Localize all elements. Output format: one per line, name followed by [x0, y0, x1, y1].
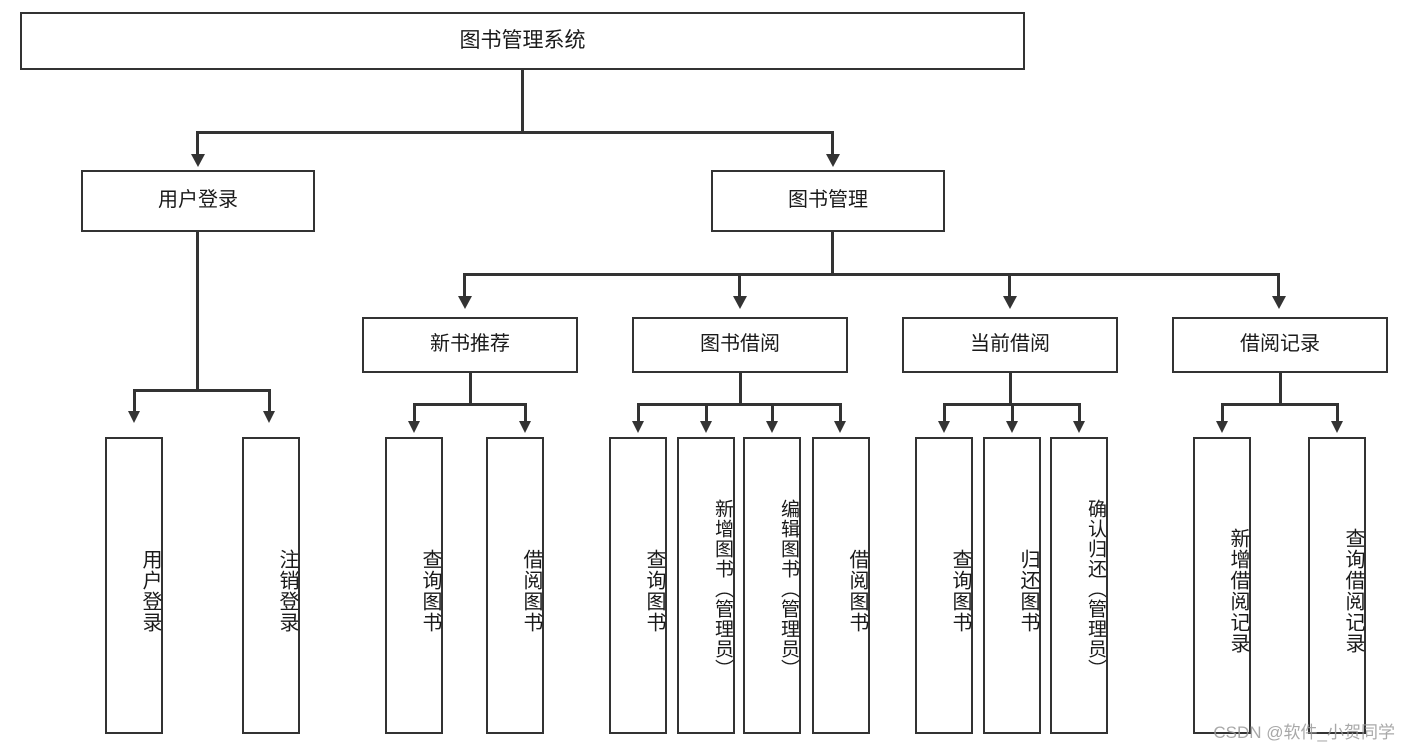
node-label: 新增借阅记录	[1227, 527, 1249, 654]
arrow-root-to-book-manage	[826, 154, 840, 167]
arrow-borrow-record-to-leaf-1	[1216, 421, 1228, 433]
leaf-borrow-record-query-record[interactable]: 查询借阅记录	[1308, 437, 1366, 734]
leaf-user-login[interactable]: 用户登录	[105, 437, 163, 734]
arrow-book-borrow-to-leaf-3	[766, 421, 778, 433]
node-label: 查询图书	[949, 548, 971, 633]
node-label: 新增图书（管理员）	[712, 498, 733, 679]
arrow-user-login-to-leaf-1	[128, 411, 140, 423]
leaf-new-book-borrow-book[interactable]: 借阅图书	[486, 437, 544, 734]
leaf-current-borrow-query-book[interactable]: 查询图书	[915, 437, 973, 734]
node-label: 图书管理	[788, 189, 868, 212]
node-label: 借阅记录	[1240, 333, 1320, 356]
connector-book-borrow-bus	[637, 403, 842, 406]
connector-book-manage-to-current-borrow	[1008, 273, 1011, 299]
leaf-new-book-query-book[interactable]: 查询图书	[385, 437, 443, 734]
connector-book-manage-to-book-borrow	[738, 273, 741, 299]
node-label: 新书推荐	[430, 333, 510, 356]
connector-root-stem	[521, 70, 524, 132]
connector-book-manage-stem	[831, 232, 834, 276]
node-label: 确认归还（管理员）	[1085, 498, 1106, 679]
arrow-book-borrow-to-leaf-2	[700, 421, 712, 433]
node-book-borrow[interactable]: 图书借阅	[632, 317, 848, 373]
node-book-management[interactable]: 图书管理	[711, 170, 945, 232]
arrow-current-borrow-to-leaf-3	[1073, 421, 1085, 433]
arrow-book-borrow-to-leaf-4	[834, 421, 846, 433]
connector-current-borrow-stem	[1009, 373, 1012, 405]
node-borrow-record[interactable]: 借阅记录	[1172, 317, 1388, 373]
leaf-book-borrow-borrow-book[interactable]: 借阅图书	[812, 437, 870, 734]
node-label: 图书管理系统	[459, 28, 586, 52]
node-label: 查询图书	[643, 548, 665, 633]
node-label: 用户登录	[139, 548, 161, 633]
node-label: 用户登录	[158, 189, 238, 212]
node-user-login[interactable]: 用户登录	[81, 170, 315, 232]
connector-root-bus	[196, 131, 834, 134]
connector-book-manage-bus	[463, 273, 1280, 276]
connector-user-login-to-leaf-1	[133, 389, 136, 413]
leaf-book-borrow-edit-book-admin[interactable]: 编辑图书（管理员）	[743, 437, 801, 734]
node-new-book-recommend[interactable]: 新书推荐	[362, 317, 578, 373]
leaf-book-borrow-add-book-admin[interactable]: 新增图书（管理员）	[677, 437, 735, 734]
node-root-book-management-system[interactable]: 图书管理系统	[20, 12, 1025, 70]
leaf-book-borrow-query-book[interactable]: 查询图书	[609, 437, 667, 734]
node-label: 注销登录	[276, 548, 298, 633]
connector-current-borrow-to-leaf-3	[1078, 403, 1081, 423]
node-current-borrow[interactable]: 当前借阅	[902, 317, 1118, 373]
node-label: 图书借阅	[700, 333, 780, 356]
arrow-book-manage-to-new-book	[458, 296, 472, 309]
arrow-book-manage-to-book-borrow	[733, 296, 747, 309]
arrow-borrow-record-to-leaf-2	[1331, 421, 1343, 433]
node-label: 查询借阅记录	[1342, 527, 1364, 654]
connector-borrow-record-to-leaf-1	[1221, 403, 1224, 423]
connector-book-borrow-to-leaf-1	[637, 403, 640, 423]
connector-book-borrow-to-leaf-3	[771, 403, 774, 423]
leaf-current-borrow-return-book[interactable]: 归还图书	[983, 437, 1041, 734]
arrow-current-borrow-to-leaf-2	[1006, 421, 1018, 433]
connector-user-login-stem	[196, 232, 199, 392]
connector-book-borrow-stem	[739, 373, 742, 405]
node-label: 借阅图书	[520, 548, 542, 633]
arrow-book-manage-to-borrow-record	[1272, 296, 1286, 309]
connector-root-to-book-manage	[831, 131, 834, 157]
connector-current-borrow-to-leaf-2	[1011, 403, 1014, 423]
connector-new-book-stem	[469, 373, 472, 405]
leaf-user-logout[interactable]: 注销登录	[242, 437, 300, 734]
arrow-user-login-to-leaf-2	[263, 411, 275, 423]
node-label: 借阅图书	[846, 548, 868, 633]
node-label: 编辑图书（管理员）	[778, 498, 799, 679]
arrow-book-manage-to-current-borrow	[1003, 296, 1017, 309]
connector-book-borrow-to-leaf-2	[705, 403, 708, 423]
connector-current-borrow-to-leaf-1	[943, 403, 946, 423]
leaf-borrow-record-add-record[interactable]: 新增借阅记录	[1193, 437, 1251, 734]
node-label: 查询图书	[419, 548, 441, 633]
arrow-new-book-to-leaf-2	[519, 421, 531, 433]
arrow-book-borrow-to-leaf-1	[632, 421, 644, 433]
connector-borrow-record-to-leaf-2	[1336, 403, 1339, 423]
connector-new-book-to-leaf-1	[413, 403, 416, 423]
connector-new-book-to-leaf-2	[524, 403, 527, 423]
connector-user-login-to-leaf-2	[268, 389, 271, 413]
connector-new-book-bus	[413, 403, 525, 406]
connector-user-login-bus	[133, 389, 269, 392]
connector-borrow-record-bus	[1221, 403, 1339, 406]
connector-book-borrow-to-leaf-4	[839, 403, 842, 423]
node-label: 当前借阅	[970, 333, 1050, 356]
connector-root-to-user-login	[196, 131, 199, 157]
arrow-new-book-to-leaf-1	[408, 421, 420, 433]
node-label: 归还图书	[1017, 548, 1039, 633]
arrow-current-borrow-to-leaf-1	[938, 421, 950, 433]
arrow-root-to-user-login	[191, 154, 205, 167]
connector-book-manage-to-borrow-record	[1277, 273, 1280, 299]
leaf-current-borrow-confirm-return-admin[interactable]: 确认归还（管理员）	[1050, 437, 1108, 734]
connector-borrow-record-stem	[1279, 373, 1282, 405]
connector-book-manage-to-new-book	[463, 273, 466, 299]
